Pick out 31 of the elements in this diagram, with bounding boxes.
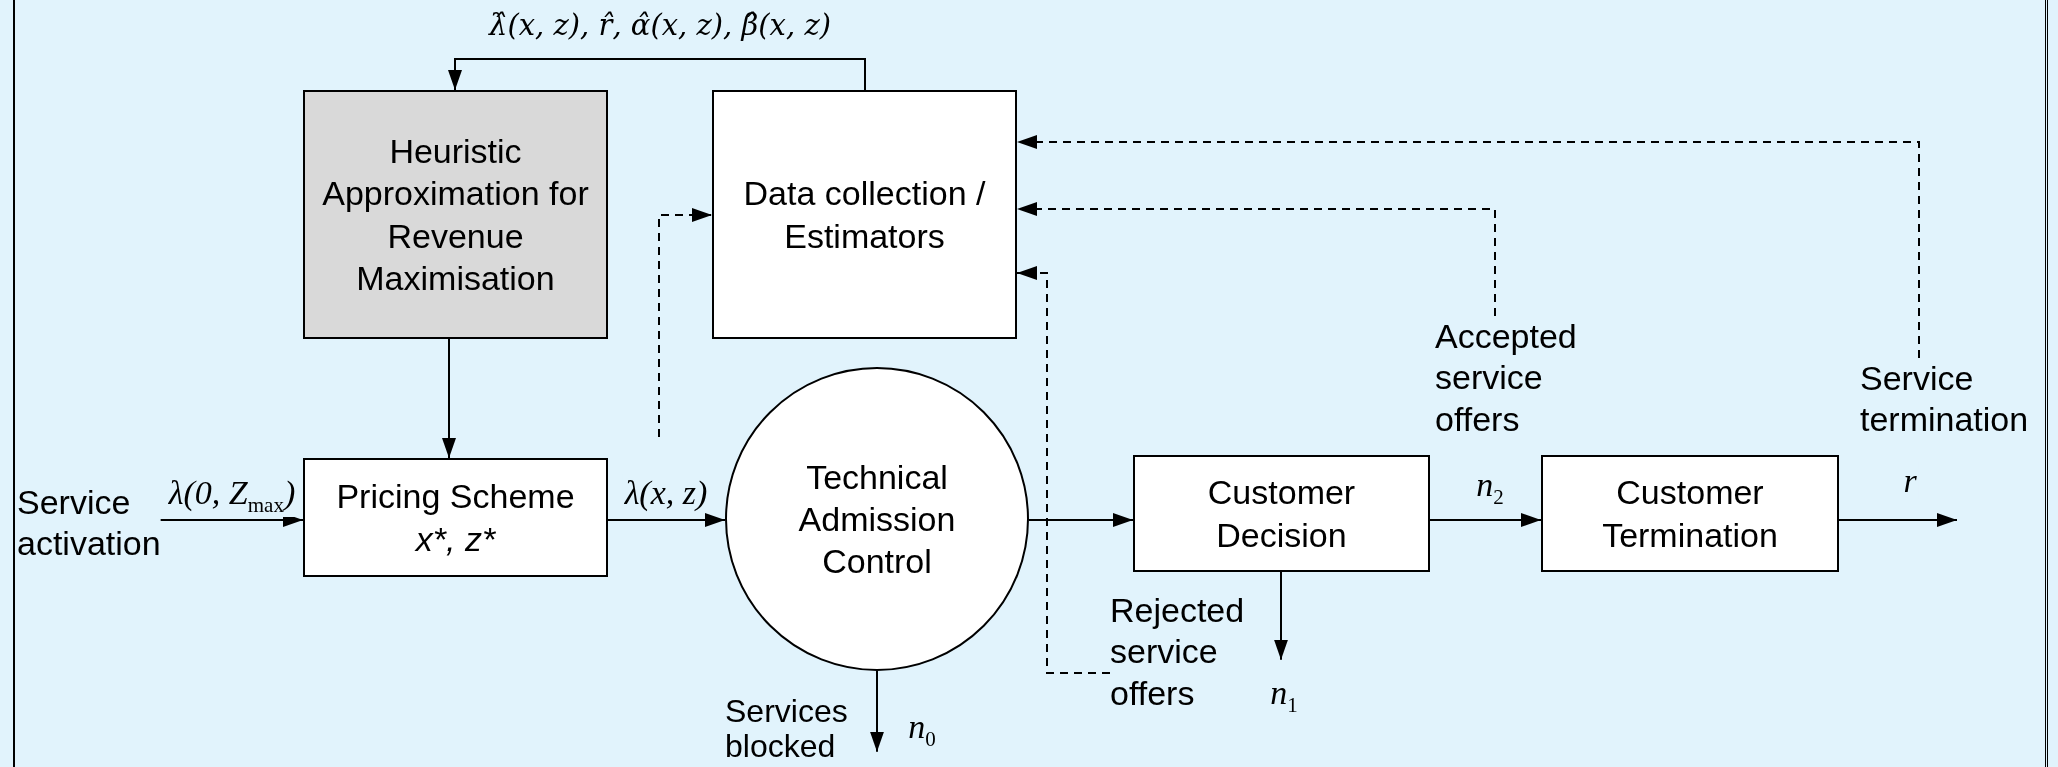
dashed-arrow — [1016, 202, 1496, 317]
box-label: Customer Decision — [1206, 472, 1357, 556]
text-label: Service termination — [1860, 358, 2029, 441]
arrow — [1028, 513, 1134, 527]
box-label: x*, z* — [413, 518, 497, 560]
box-label: Data collection / Estimators — [742, 173, 987, 257]
box-label: Heuristic Approximation for Revenue Maximisation — [321, 131, 590, 299]
text-label: Rejected service offers — [1110, 590, 1245, 715]
dashed-arrow — [1016, 135, 1920, 359]
box-label: Customer Termination — [1601, 472, 1779, 556]
text-label: Services blocked — [725, 694, 848, 765]
arrow — [1429, 513, 1542, 527]
dashed-arrow — [1016, 266, 1111, 674]
process-circle — [725, 367, 1029, 671]
arrow — [1274, 571, 1288, 661]
process-box — [1541, 455, 1839, 572]
process-box — [1133, 455, 1430, 572]
text-label: Accepted service offers — [1435, 316, 1577, 441]
process-box — [712, 90, 1017, 339]
box-label: Technical Admission Control — [797, 456, 957, 583]
dashed-arrow — [658, 208, 713, 438]
arrow — [442, 338, 456, 459]
process-box — [303, 90, 608, 339]
edge-label: λ̂(x, z), r̂, α̂(x, z), β̂(x, z) — [487, 10, 833, 42]
text-label: Service activation — [17, 482, 161, 565]
process-box — [303, 458, 608, 577]
arrow — [1838, 513, 1958, 527]
arrow — [870, 670, 884, 753]
arrow — [448, 58, 866, 91]
arrow — [607, 513, 726, 527]
box-label: Pricing Scheme — [335, 476, 576, 518]
